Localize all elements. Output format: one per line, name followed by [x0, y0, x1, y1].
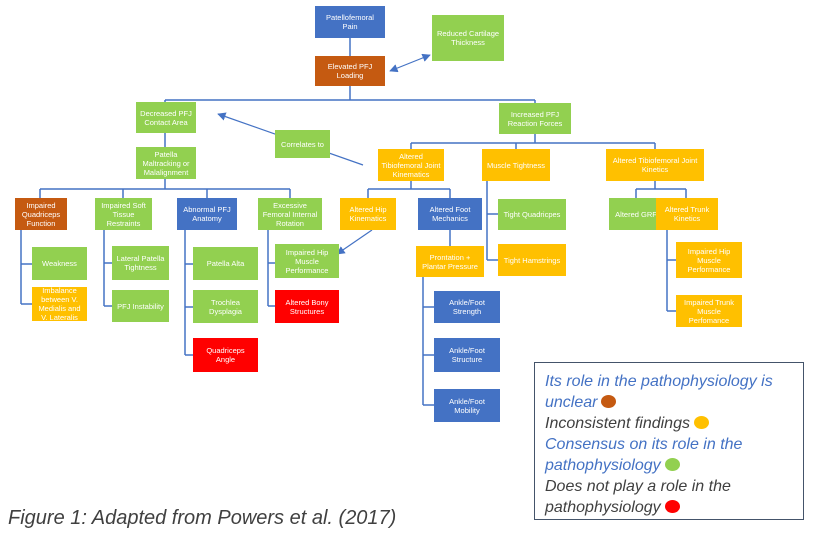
node-ankle-foot-strength: Ankle/Foot Strength	[434, 291, 500, 323]
node-increased-reaction-forces: Increased PFJ Reaction Forces	[499, 103, 571, 134]
node-patella-alta: Patella Alta	[193, 247, 258, 280]
node-altered-hip-kinematics: Altered Hip Kinematics	[340, 198, 396, 230]
node-impaired-quadriceps-function: Impaired Quadriceps Function	[15, 198, 67, 230]
legend-inconsistent: Inconsistent findings	[545, 413, 793, 434]
node-patellofemoral-pain: Patellofemoral Pain	[315, 6, 385, 38]
node-quadriceps-angle: Quadriceps Angle	[193, 338, 258, 372]
node-excessive-femoral-rotation: Excessive Femoral Internal Rotation	[258, 198, 322, 230]
node-imbalance-vm-vl: Imbalance between V. Medialis and V. Lat…	[32, 286, 87, 322]
node-altered-bony-structures: Altered Bony Structures	[275, 290, 339, 323]
legend-no-role: Does not play a role in the pathophysiol…	[545, 478, 731, 516]
orange-dot-icon	[601, 395, 617, 408]
node-trochlea-dysplagia: Trochlea Dysplagia	[193, 290, 258, 323]
node-tight-quadriceps: Tight Quadricpes	[498, 199, 566, 230]
node-muscle-tightness: Muscle Tightness	[482, 149, 550, 181]
node-pfj-instability: PFJ Instability	[112, 290, 169, 322]
node-elevated-pfj-loading: Elevated PFJ Loading	[315, 56, 385, 86]
node-altered-trunk-kinetics: Altered Trunk Kinetics	[656, 198, 718, 230]
legend: Its role in the pathophysiology is uncle…	[534, 362, 804, 520]
green-dot-icon	[664, 458, 680, 471]
node-impaired-hip-muscle-performance: Impaired Hip Muscle Performance	[275, 244, 339, 278]
node-altered-grf: Altered GRF	[609, 198, 663, 230]
node-lateral-patella-tightness: Lateral Patella Tightness	[112, 246, 169, 280]
node-weakness: Weakness	[32, 247, 87, 280]
node-altered-tf-kinematics: Altered Tibiofemoral Joint Kinematics	[378, 149, 444, 181]
node-reduced-cartilage-thickness: Reduced Cartilage Thickness	[432, 15, 504, 61]
figure-caption: Figure 1: Adapted from Powers et al. (20…	[8, 507, 397, 529]
node-ankle-foot-structure: Ankle/Foot Structure	[434, 338, 500, 372]
node-patella-maltracking: Patella Maltracking or Malalignment	[136, 147, 196, 179]
node-tight-hamstrings: Tight Hamstrings	[498, 244, 566, 276]
legend-unclear: Its role in the pathophysiology is uncle…	[545, 373, 773, 411]
node-pronation-plantar-pressure: Prontation + Plantar Pressure	[416, 246, 484, 277]
node-impaired-hip-muscle-performance-2: Impaired Hip Muscle Performance	[676, 242, 742, 278]
node-impaired-soft-tissue: Impaired Soft Tissue Restraints	[95, 198, 152, 230]
legend-consensus: Consensus on its role in the pathophysio…	[545, 436, 743, 474]
node-decreased-contact-area: Decreased PFJ Contact Area	[136, 102, 196, 133]
red-dot-icon	[664, 500, 680, 513]
node-correlates-to: Correlates to	[275, 130, 330, 158]
node-altered-foot-mechanics: Altered Foot Mechanics	[418, 198, 482, 230]
node-impaired-trunk-muscle-performance: Impaired Trunk Muscle Perfomance	[676, 295, 742, 327]
yellow-dot-icon	[693, 416, 709, 429]
node-ankle-foot-mobility: Ankle/Foot Mobility	[434, 389, 500, 422]
node-abnormal-pfj-anatomy: Abnormal PFJ Anatomy	[177, 198, 237, 230]
node-altered-tf-kinetics: Altered Tibiofemoral Joint Kinetics	[606, 149, 704, 181]
